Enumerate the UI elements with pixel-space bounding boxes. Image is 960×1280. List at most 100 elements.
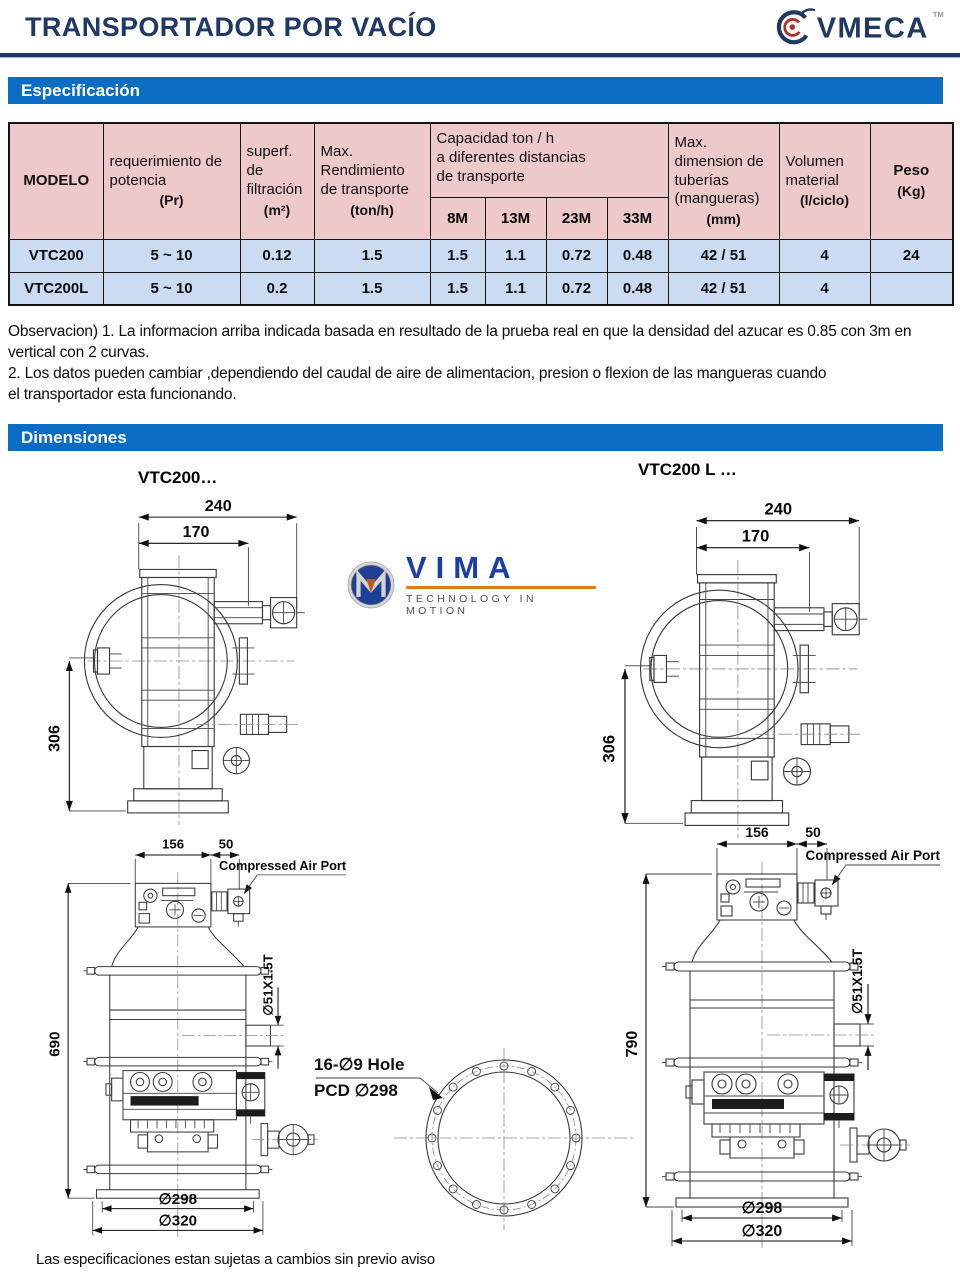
valve-unit xyxy=(716,873,839,921)
cell-peso: 24 xyxy=(869,238,954,273)
note-line: vertical con 2 curvas. xyxy=(8,344,150,361)
dim-306: 306 xyxy=(600,665,683,824)
cell-tuberias: 42 / 51 xyxy=(667,238,780,273)
spec-table: MODELO requerimiento de potencia (Pr) su… xyxy=(8,122,955,306)
svg-text:170: 170 xyxy=(742,526,770,545)
col-header-filtracion: superf. de filtración (m²) xyxy=(239,122,315,240)
vima-tagline: TECHNOLOGY IN MOTION xyxy=(406,593,537,617)
header-unit: (Kg) xyxy=(897,182,926,199)
cell-23m: 0.72 xyxy=(545,238,608,273)
cell-potencia: 5 ~ 10 xyxy=(102,238,241,273)
dim-240: 240 xyxy=(696,500,860,614)
compressed-air-port-label: Compressed Air Port xyxy=(219,858,347,895)
col-header-capacidad: Capacidad ton / h a diferentes distancia… xyxy=(429,122,669,198)
header-text: requerimiento de potencia xyxy=(109,152,223,189)
cell-potencia: 5 ~ 10 xyxy=(102,271,241,306)
col-header-modelo: MODELO xyxy=(8,122,104,240)
cell-33m: 0.48 xyxy=(606,238,669,273)
cell-volumen: 4 xyxy=(778,238,871,273)
dim-height: 690 xyxy=(47,882,131,1199)
header-unit: (m²) xyxy=(263,201,291,218)
header-unit: (ton/h) xyxy=(350,201,394,218)
table-row-vtc200l: VTC200L 5 ~ 10 0.2 1.5 1.5 1.1 0.72 0.48… xyxy=(8,271,954,306)
header-text: Max. Rendimiento de transporte xyxy=(320,143,409,198)
clamp-and-wheel xyxy=(137,1123,318,1157)
table-row-vtc200: VTC200 5 ~ 10 0.12 1.5 1.5 1.1 0.72 0.48… xyxy=(8,238,954,273)
valve-unit xyxy=(134,882,251,928)
cell-8m: 1.5 xyxy=(429,271,486,306)
dim-156-50: 156 50 xyxy=(134,836,240,890)
header-text: Peso xyxy=(893,162,930,180)
svg-text:240: 240 xyxy=(765,500,793,519)
vima-badge-icon xyxy=(347,561,395,609)
cell-rendimiento: 1.5 xyxy=(313,271,431,306)
section-header-dimensiones: Dimensiones xyxy=(8,424,943,451)
section-title: Especificación xyxy=(21,81,141,100)
top-view-drawing-vtc200l: 240 170 306 xyxy=(600,500,868,838)
header-text: Max. dimension de tuberías (mangueras) xyxy=(674,134,764,208)
svg-text:∅320: ∅320 xyxy=(742,1223,783,1240)
vmeca-wordmark: VMECA xyxy=(817,12,929,44)
cell-filtracion: 0.12 xyxy=(239,238,315,273)
col-header-volumen: Volumen material (l/ciclo) xyxy=(778,122,871,240)
pipe-dimension: ∅51X1.5T xyxy=(849,948,874,1070)
note-line: 2. Los datos pueden cambiar ,dependiendo… xyxy=(8,365,827,382)
svg-text:306: 306 xyxy=(45,725,63,752)
svg-text:306: 306 xyxy=(600,735,619,763)
svg-text:∅298: ∅298 xyxy=(159,1191,197,1208)
flange-detail-drawing: 16-∅9 Hole PCD ∅298 xyxy=(314,1048,636,1230)
svg-text:156: 156 xyxy=(745,824,769,840)
conveyor-body-front-view xyxy=(662,919,874,1208)
header-unit: (l/ciclo) xyxy=(800,192,850,209)
dim-diameters: ∅298 ∅320 xyxy=(671,1200,853,1246)
cell-rendimiento: 1.5 xyxy=(313,238,431,273)
dim-170: 170 xyxy=(138,523,249,606)
vima-wordmark-block: VIMA TECHNOLOGY IN MOTION xyxy=(406,550,596,617)
conveyor-body-top-view xyxy=(83,568,305,814)
cell-modelo: VTC200L xyxy=(8,271,104,306)
flange-hole-label: 16-∅9 Hole PCD ∅298 xyxy=(314,1055,443,1100)
vima-wordmark: VIMA xyxy=(406,550,520,585)
footer-disclaimer: Las especificaciones estan sujetas a cam… xyxy=(36,1251,435,1268)
cell-13m: 1.1 xyxy=(484,271,547,306)
pump-module xyxy=(105,1070,266,1133)
cell-tuberias: 42 / 51 xyxy=(667,271,780,306)
vmeca-logo: VMECA TM xyxy=(776,8,944,44)
top-view-drawing-vtc200: 240 170 306 xyxy=(45,497,305,825)
compressed-air-port-label: Compressed Air Port xyxy=(805,848,940,886)
cell-modelo: VTC200 xyxy=(8,238,104,273)
pipe-dimension: ∅51X1.5T xyxy=(260,954,284,1069)
col-header-8m: 8M xyxy=(429,196,486,240)
svg-text:Compressed Air Port: Compressed Air Port xyxy=(805,848,940,863)
col-header-33m: 33M xyxy=(606,196,669,240)
cell-filtracion: 0.2 xyxy=(239,271,315,306)
svg-text:50: 50 xyxy=(805,824,821,840)
cell-23m: 0.72 xyxy=(545,271,608,306)
svg-text:50: 50 xyxy=(219,836,234,851)
col-header-potencia: requerimiento de potencia (Pr) xyxy=(102,122,241,240)
svg-text:240: 240 xyxy=(205,497,232,515)
col-header-tuberias: Max. dimension de tuberías (mangueras) (… xyxy=(667,122,780,240)
section-header-especificacion: Especificación xyxy=(8,77,943,104)
svg-text:156: 156 xyxy=(162,836,184,851)
svg-text:170: 170 xyxy=(183,523,210,541)
note-line: Observacion) 1. La informacion arriba in… xyxy=(8,323,912,340)
drawing-label-vtc200: VTC200… xyxy=(138,468,218,487)
vima-logo: VIMA TECHNOLOGY IN MOTION xyxy=(346,547,596,623)
cell-13m: 1.1 xyxy=(484,238,547,273)
leader-arrowhead xyxy=(429,1087,443,1100)
dim-306: 306 xyxy=(45,657,126,812)
clamp-and-wheel xyxy=(719,1127,910,1163)
svg-text:790: 790 xyxy=(624,1031,641,1058)
dim-diameters: ∅298 ∅320 xyxy=(92,1191,264,1236)
svg-text:∅320: ∅320 xyxy=(159,1213,197,1230)
front-view-drawing-vtc200: 156 50 Compressed Air Port xyxy=(47,836,347,1237)
bolt-holes xyxy=(427,1061,581,1215)
header-unit: (Pr) xyxy=(159,192,184,209)
header-unit: (mm) xyxy=(706,211,741,227)
conveyor-body-front-view xyxy=(83,926,284,1199)
cell-8m: 1.5 xyxy=(429,238,486,273)
pump-module xyxy=(685,1071,855,1138)
svg-text:16-∅9 Hole: 16-∅9 Hole xyxy=(314,1055,404,1074)
